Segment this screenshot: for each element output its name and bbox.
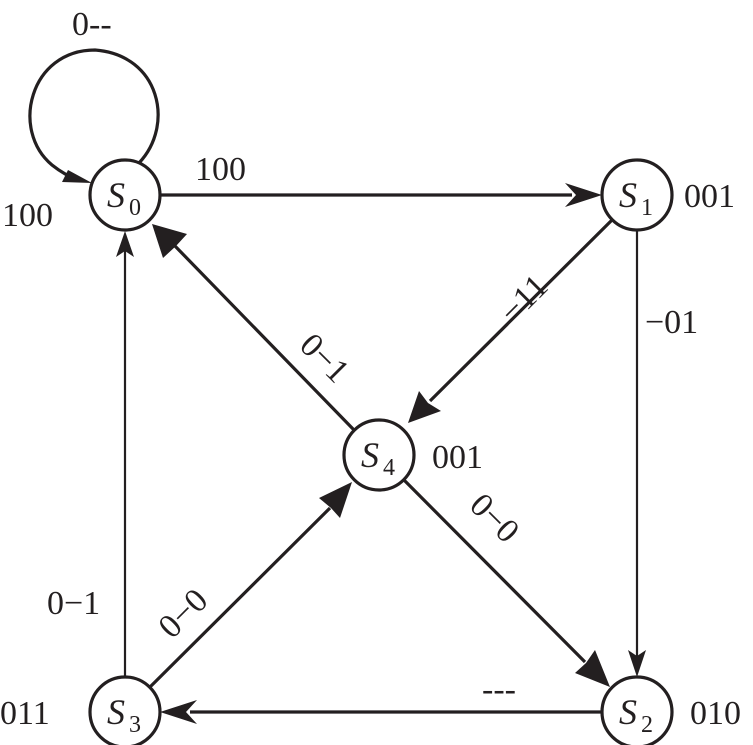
- transition-label-s3-s4: 0−0: [151, 582, 215, 646]
- state-s1-subscript: 1: [641, 195, 653, 221]
- state-s1-letter: S: [619, 175, 637, 215]
- edge-s1-s4: [428, 218, 614, 403]
- arrowhead-s4-s2: [575, 650, 610, 687]
- transition-label-s4-s0: 0−1: [292, 326, 356, 390]
- state-s3: S 3: [88, 675, 162, 745]
- state-s0-letter: S: [107, 175, 125, 215]
- state-s3-output: 011: [0, 695, 50, 732]
- state-s2: S 2: [600, 675, 674, 745]
- arrowhead-s1-s2: [628, 650, 646, 677]
- state-s1-output: 001: [684, 178, 735, 215]
- state-s4-subscript: 4: [383, 455, 395, 481]
- state-s4-output: 001: [432, 439, 483, 476]
- transition-label-s1-s4: −11: [492, 268, 555, 331]
- edge-s3-s4: [148, 506, 332, 689]
- state-s2-letter: S: [619, 692, 637, 732]
- edge-s0-s0: [28, 48, 160, 183]
- arrowhead-s0-s1: [565, 183, 602, 207]
- state-s4-letter: S: [361, 435, 379, 475]
- state-s0: S 0: [88, 158, 162, 232]
- transition-label-s3-s0: 0−1: [47, 585, 100, 622]
- arrowhead-s1-s4: [408, 391, 441, 423]
- state-s0-output: 100: [2, 197, 53, 234]
- state-s1: S 1: [600, 158, 674, 232]
- transition-label-s1-s2: −01: [645, 304, 698, 341]
- transition-label-s0-s1: 100: [195, 151, 246, 188]
- transition-label-s4-s2: 0−0: [462, 486, 526, 550]
- state-s0-subscript: 0: [129, 195, 141, 221]
- arrowhead-s0-s0: [62, 170, 92, 183]
- transition-label-s0-s0: 0--: [72, 6, 112, 43]
- state-s2-output: 010: [690, 695, 741, 732]
- edge-s4-s2: [402, 478, 587, 664]
- arrowhead-s2-s3: [160, 700, 197, 724]
- transition-label-s2-s3: ---: [482, 671, 516, 708]
- state-s3-subscript: 3: [129, 712, 141, 738]
- edge-s4-s0: [173, 244, 356, 432]
- arrowhead-s3-s4: [319, 482, 352, 518]
- state-s4: S 4: [342, 418, 416, 492]
- state-s3-letter: S: [107, 692, 125, 732]
- arrowhead-s4-s0: [152, 224, 187, 258]
- state-s2-subscript: 2: [641, 712, 653, 738]
- arrowhead-s3-s0: [116, 231, 134, 257]
